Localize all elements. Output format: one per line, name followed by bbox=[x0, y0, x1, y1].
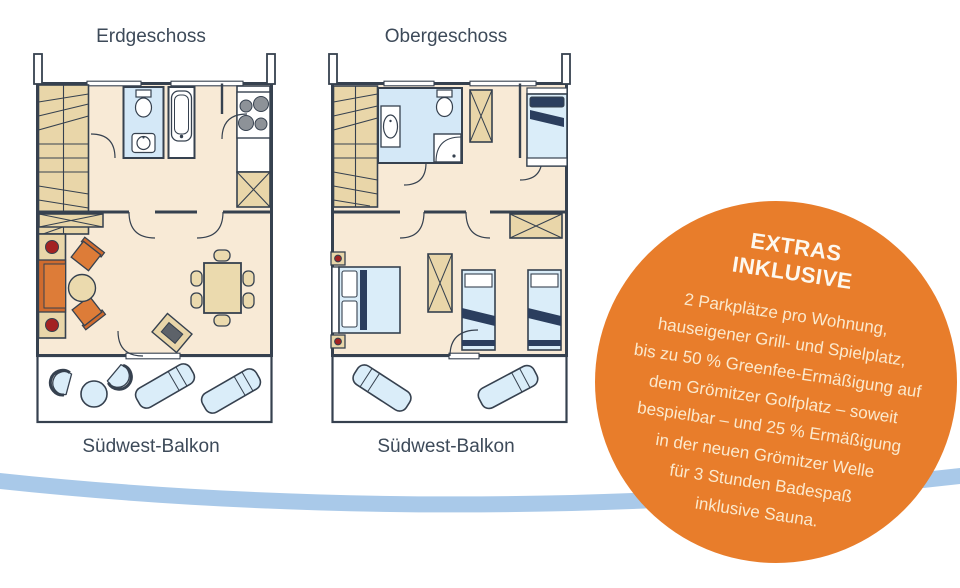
balcony-chair-icon bbox=[48, 368, 73, 397]
floor-plan-erdgeschoss: Erdgeschoss bbox=[25, 24, 277, 458]
balcony-label-obergeschoss: Südwest-Balkon bbox=[377, 436, 515, 457]
sun-lounger-icon bbox=[200, 368, 262, 414]
balcony-table-icon bbox=[80, 380, 108, 408]
wardrobe-icon bbox=[427, 253, 453, 313]
wall-posts bbox=[33, 53, 276, 85]
floor-title-obergeschoss: Obergeschoss bbox=[384, 26, 508, 47]
sun-lounger-icon bbox=[477, 364, 539, 410]
door-arc bbox=[117, 330, 144, 357]
living-room-wall bbox=[37, 210, 272, 239]
door-arc bbox=[403, 162, 427, 186]
sideboard bbox=[38, 213, 104, 228]
shower-icon bbox=[433, 133, 462, 163]
door-arc bbox=[465, 211, 491, 239]
nightstand-icon bbox=[330, 334, 346, 349]
kitchen-cabinet-icon bbox=[236, 171, 271, 208]
floor-plan-obergeschoss: Obergeschoss bbox=[320, 24, 572, 458]
badge-text: 2 Parkplätze pro Wohnung, hauseigener Gr… bbox=[575, 274, 960, 553]
coffee-table bbox=[67, 273, 97, 303]
wardrobe-icon bbox=[469, 89, 493, 143]
sun-lounger-icon bbox=[134, 363, 196, 409]
wc-room bbox=[122, 86, 165, 159]
single-bed-icon bbox=[461, 269, 496, 351]
sink-icon bbox=[131, 132, 156, 154]
dining-table bbox=[190, 249, 255, 327]
armchair bbox=[71, 295, 107, 331]
balcony-chair-icon bbox=[106, 363, 133, 391]
wardrobe-icon bbox=[509, 213, 563, 239]
window-marks bbox=[86, 80, 244, 87]
wall-posts bbox=[328, 53, 571, 85]
door-arc bbox=[221, 113, 248, 140]
armchair bbox=[70, 236, 106, 272]
balcony-label-erdgeschoss: Südwest-Balkon bbox=[82, 436, 220, 457]
staircase bbox=[37, 84, 90, 235]
kitchen bbox=[220, 83, 271, 208]
hall-wall bbox=[332, 210, 567, 239]
door-arc bbox=[90, 133, 116, 159]
nightstand-icon bbox=[330, 251, 346, 266]
badge-rotated-text: EXTRAS INKLUSIVE 2 Parkplätze pro Wohnun… bbox=[570, 176, 960, 588]
stove-icon bbox=[236, 91, 271, 139]
toilet-icon bbox=[435, 89, 454, 118]
door-arc bbox=[128, 211, 156, 239]
extras-badge: EXTRAS INKLUSIVE 2 Parkplätze pro Wohnun… bbox=[595, 201, 957, 563]
balcony-door-mark bbox=[448, 352, 480, 360]
sink-icon bbox=[380, 105, 401, 148]
floor-title-erdgeschoss: Erdgeschoss bbox=[96, 26, 206, 47]
door-arc bbox=[399, 211, 425, 239]
bath-room bbox=[167, 86, 196, 159]
floorplan-obergeschoss-svg bbox=[328, 53, 571, 424]
floorplan-erdgeschoss-svg bbox=[33, 53, 276, 424]
staircase bbox=[332, 85, 379, 208]
single-bed-icon bbox=[526, 87, 568, 167]
toilet-icon bbox=[134, 89, 153, 118]
window-marks bbox=[383, 80, 537, 87]
sofa bbox=[37, 233, 67, 339]
single-bed-icon bbox=[527, 269, 562, 351]
sun-lounger-icon bbox=[352, 364, 412, 412]
bathtub-icon bbox=[170, 90, 193, 142]
double-bed-icon bbox=[331, 266, 401, 334]
balcony-door-mark bbox=[125, 352, 181, 360]
dining-chairs bbox=[190, 249, 255, 327]
door-arc bbox=[449, 329, 479, 357]
tv-unit-icon bbox=[151, 312, 193, 354]
bathroom bbox=[377, 87, 463, 186]
door-arc bbox=[196, 211, 224, 239]
